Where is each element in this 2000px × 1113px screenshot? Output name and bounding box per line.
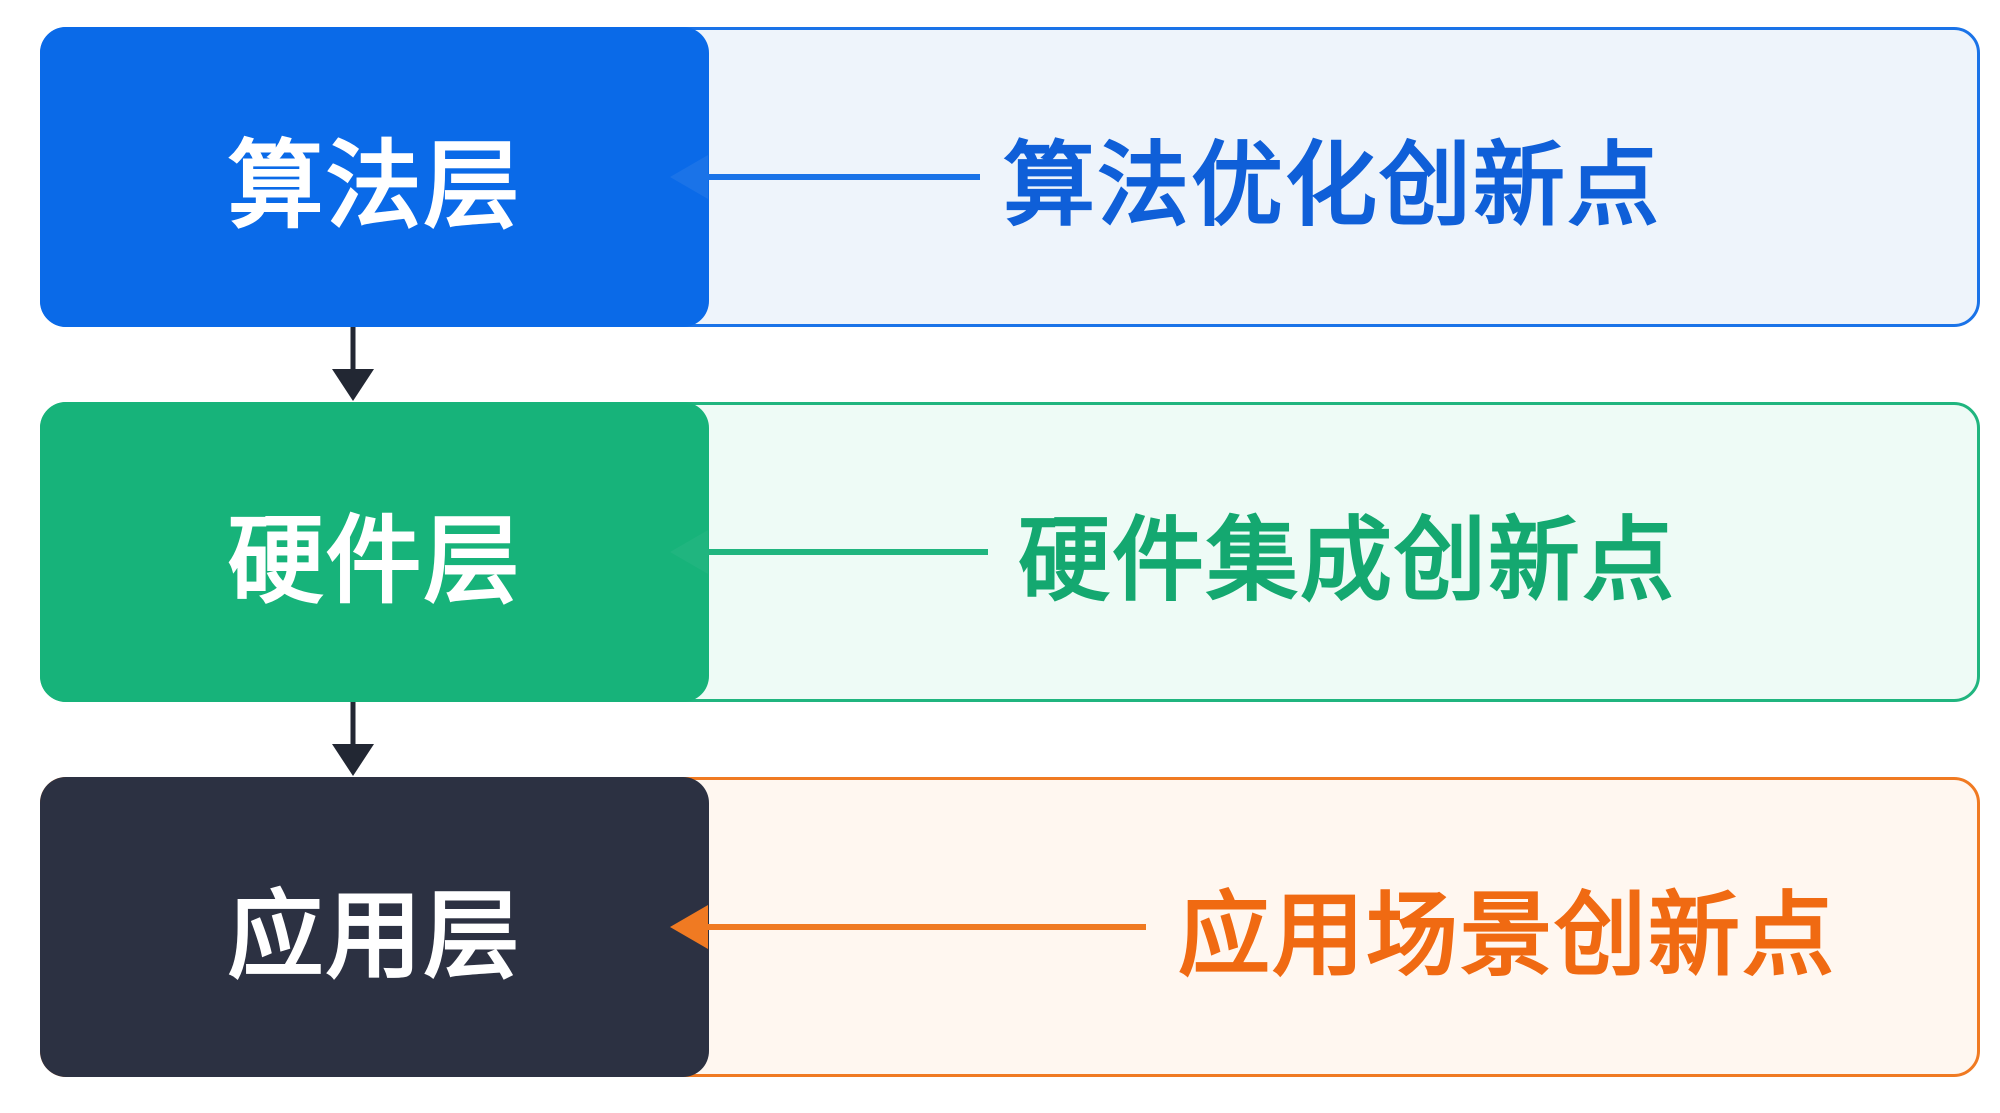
left-arrow-graphic [670, 155, 980, 199]
hardware-layer-row: 硬件层 硬件集成创新点 [40, 402, 1980, 702]
left-arrow-icon [668, 512, 988, 592]
hardware-layer-box: 硬件层 [40, 402, 709, 702]
left-arrow-icon [668, 887, 1148, 967]
application-layer-box: 应用层 [40, 777, 709, 1077]
algorithm-layer-row: 算法层 算法优化创新点 [40, 27, 1980, 327]
application-layer-row: 应用层 应用场景创新点 [40, 777, 1980, 1077]
down-arrow-graphic [332, 702, 374, 776]
down-arrow-graphic [332, 327, 374, 401]
left-arrow-graphic [670, 530, 988, 574]
left-arrow-graphic [670, 905, 1146, 949]
algorithm-layer-box: 算法层 [40, 27, 709, 327]
left-arrow-icon [668, 137, 988, 217]
down-arrow-icon [328, 702, 378, 777]
hardware-innovation-label: 硬件集成创新点 [1018, 506, 1677, 614]
application-innovation-label: 应用场景创新点 [1178, 881, 1837, 989]
down-arrow-icon [328, 327, 378, 402]
algorithm-innovation-label: 算法优化创新点 [1003, 131, 1662, 239]
